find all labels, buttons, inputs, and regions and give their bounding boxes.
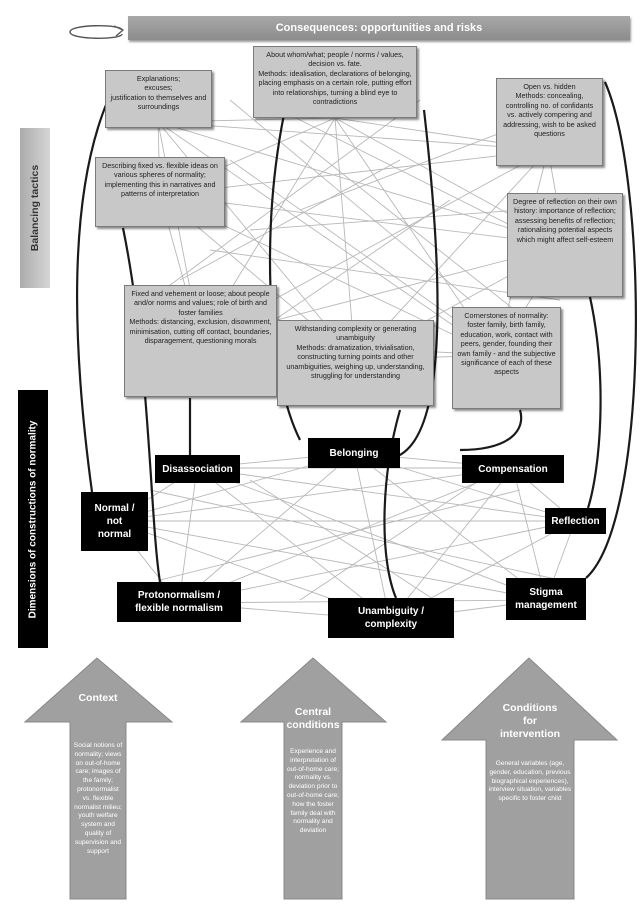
intervention-arrow [440, 657, 619, 900]
dimension-belonging: Belonging [308, 438, 400, 468]
connector-degree-reflection [586, 296, 602, 509]
dimension-stigma-management: Stigma management [506, 578, 586, 620]
intervention-title: Conditions for intervention [499, 702, 561, 740]
tactic-describing: Describing fixed vs. flexible ideas on v… [95, 157, 225, 227]
intervention-text: General variables (age, gender, educatio… [488, 760, 572, 803]
context-title: Context [78, 692, 118, 704]
dimension-reflection: Reflection [545, 508, 606, 534]
dimension-normal-not-normal: Normal / not normal [81, 492, 148, 551]
central-conditions-arrow [239, 657, 388, 900]
dimension-unambiguity: Unambiguity / complexity [328, 598, 454, 638]
balancing-tactics-label: Balancing tactics [20, 128, 50, 288]
consequences-banner: Consequences: opportunities and risks [128, 16, 630, 40]
connector-cornerstones-compensation [459, 409, 523, 452]
dimension-disassociation: Disassociation [155, 455, 240, 483]
dimension-protonormalism: Protonormalism / flexible normalism [117, 582, 241, 622]
connector-explanations-normal [75, 99, 110, 493]
connector-describing-protonormalism [121, 227, 162, 583]
dimensions-label: Dimensions of constructions of normality [18, 390, 48, 648]
connector-about-belonging-2 [397, 109, 439, 457]
banner-title: Consequences: opportunities and risks [275, 22, 483, 34]
tactic-cornerstones: Cornerstones of normality: foster family… [452, 307, 561, 409]
tactic-open-hidden: Open vs. hidden Methods: concealing, con… [496, 78, 603, 166]
central-conditions-title: Central conditions [286, 706, 340, 731]
dimensions-text: Dimensions of constructions of normality [27, 420, 39, 618]
connector-withstanding-unambiguity [383, 409, 402, 599]
balancing-tactics-text: Balancing tactics [29, 164, 41, 252]
tactic-explanations: Explanations; excuses; justification to … [105, 70, 212, 128]
context-arrow [23, 657, 174, 900]
central-conditions-text: Experience and interpretation of out-of-… [286, 748, 340, 835]
cycle-arrow-icon [69, 25, 125, 39]
context-text: Social notions of normality; views on ou… [73, 742, 123, 855]
dimension-compensation: Compensation [462, 455, 564, 483]
tactic-about: About whom/what; people / norms / values… [253, 46, 417, 118]
balancing-panel [20, 128, 50, 288]
tactic-withstanding: Withstanding complexity or generating un… [277, 320, 434, 406]
tactic-fixed-loose: Fixed and vehement or loose; about peopl… [124, 285, 277, 397]
tactic-degree-reflection: Degree of reflection on their own histor… [507, 193, 623, 297]
connector-open-stigma [585, 81, 637, 579]
